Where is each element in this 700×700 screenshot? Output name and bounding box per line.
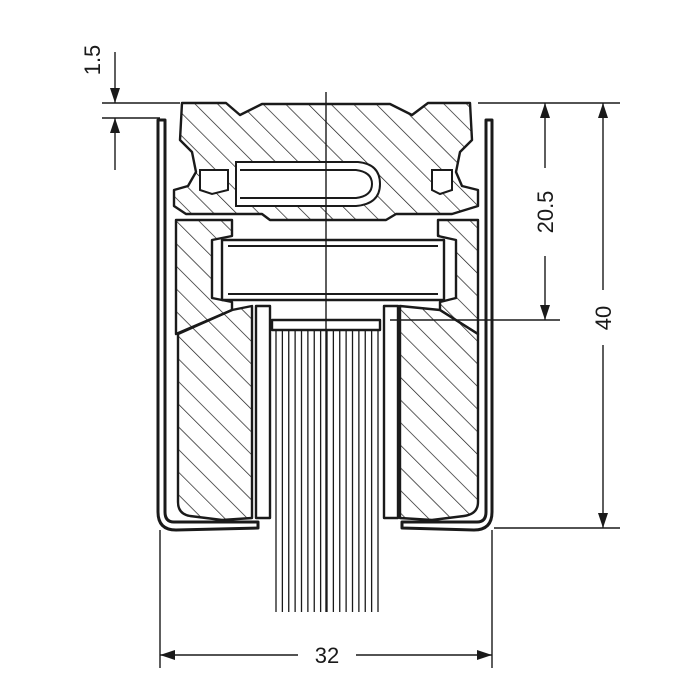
carrier-profile <box>174 218 480 336</box>
outer-channel <box>156 118 494 532</box>
dimension-total-width: 32 <box>159 530 493 668</box>
dimension-label-1-5: 1.5 <box>80 45 105 76</box>
dimension-upper-height: 20.5 <box>390 102 560 321</box>
dimension-label-32: 32 <box>315 643 339 668</box>
brush-holder-left <box>176 304 272 522</box>
dimension-label-40: 40 <box>591 306 616 330</box>
dimension-label-20-5: 20.5 <box>533 191 558 234</box>
dimension-total-height: 40 <box>494 102 620 529</box>
dimension-top-thickness: 1.5 <box>80 45 180 170</box>
brush-holder-right <box>382 304 480 522</box>
